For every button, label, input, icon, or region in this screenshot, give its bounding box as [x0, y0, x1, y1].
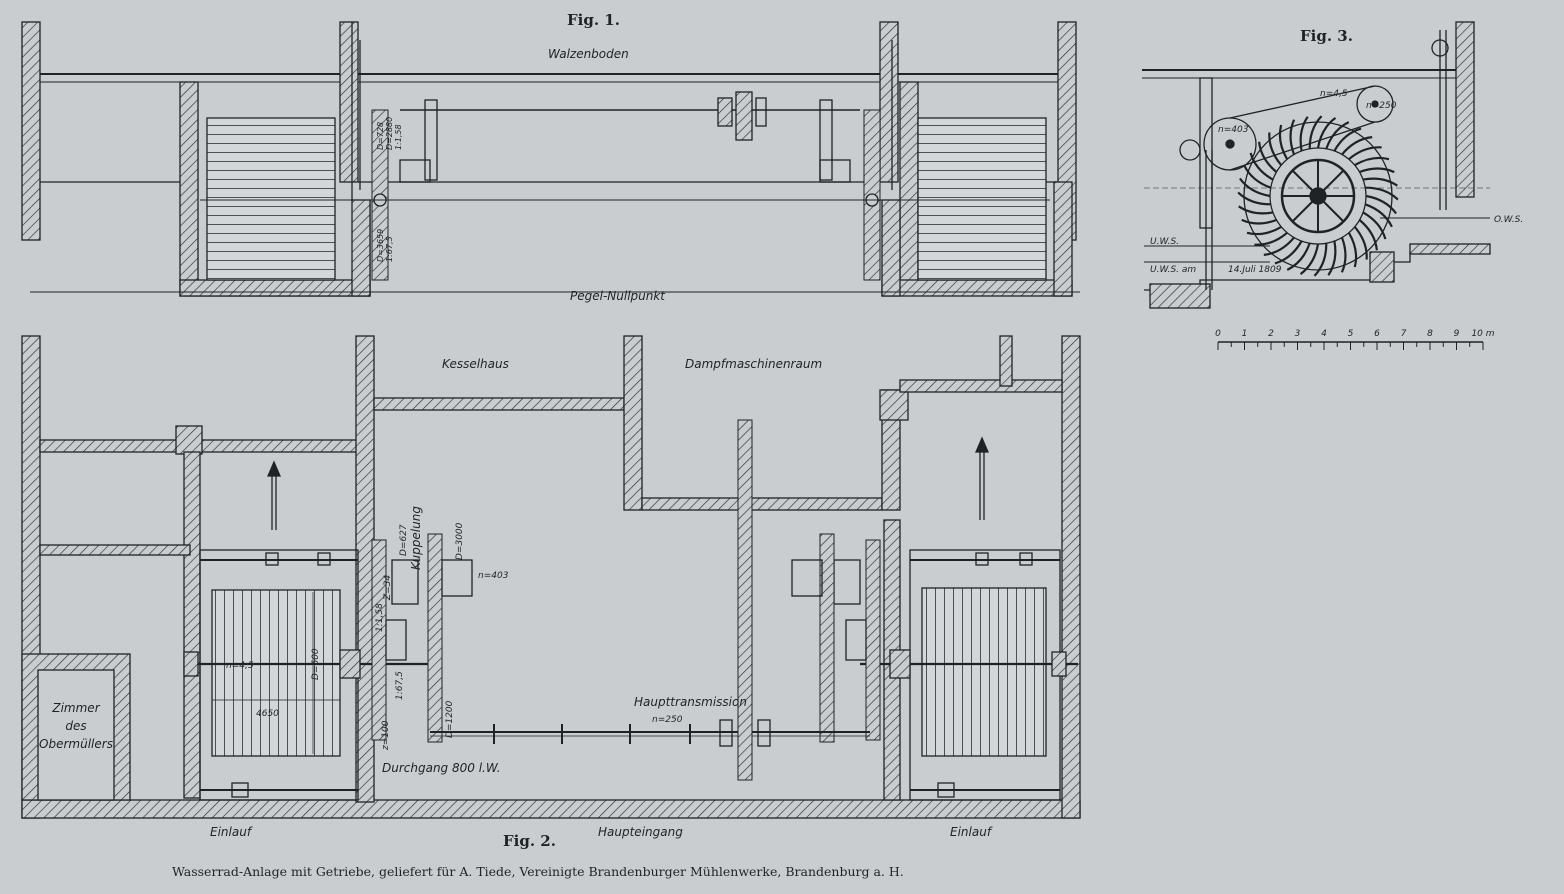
scale-tick-label: 3 [1295, 329, 1301, 339]
fig3-speed-right: n=250 [1366, 101, 1397, 111]
einlauf-right-label: Einlauf [950, 825, 993, 839]
gear-ratio-158-label: 1:1,58 [375, 603, 385, 632]
figure-1-elevation [21, 21, 1080, 297]
haupttransmission-label: Haupttransmission [634, 695, 747, 709]
pulley-d1200-label: D=1200 [445, 700, 455, 738]
pegel-nullpunkt-label: Pegel-Nullpunkt [570, 289, 666, 303]
einlauf-left-label: Einlauf [210, 825, 253, 839]
haupteingang-label: Haupteingang [598, 825, 683, 839]
fig3-speed-left: n=403 [1218, 125, 1249, 135]
pulley-d3000-label: D=3000 [455, 522, 465, 560]
pulley-n403-label: n=403 [478, 571, 509, 581]
scale-tick-label: 9 [1454, 329, 1460, 339]
wheel-diameter-label: D=600 [311, 648, 321, 680]
walzenboden-label: Walzenboden [548, 47, 629, 61]
caption: Wasserrad-Anlage mit Getriebe, geliefert… [172, 864, 904, 879]
scale-tick-label: 2 [1268, 329, 1274, 339]
fig3-water-wheel [1237, 115, 1399, 277]
durchgang-label: Durchgang 800 l.W. [382, 761, 501, 775]
wheel-width-label: 4650 [256, 709, 279, 719]
uws-am-label: U.W.S. am [1150, 265, 1196, 275]
kuppelung-label: Kuppelung [409, 506, 423, 570]
gear-ratio-675-label: 1:67,5 [395, 671, 405, 700]
figure-2-plan [21, 335, 1081, 819]
figure-3-title: Fig. 3. [1300, 27, 1353, 45]
scale-tick-label: 8 [1427, 329, 1433, 339]
scale-tick-label: 10 m [1471, 329, 1494, 339]
scale-tick-label: 6 [1374, 329, 1380, 339]
figure-2-title: Fig. 2. [503, 832, 556, 850]
uws-label: U.W.S. [1150, 237, 1179, 247]
scale-tick-label: 7 [1401, 329, 1407, 339]
fig3-date-label: 14.Juli 1809 [1228, 265, 1282, 275]
gear-z100-label: z=100 [381, 720, 391, 751]
pulley-d627-label: D=627 [399, 524, 409, 556]
fig3-speed-top: n=4,5 [1320, 89, 1348, 99]
dim-ratio-158: 1:1,58 [394, 124, 403, 150]
figure-1-dimensions: D=728 D=2880 1:1,58 D=3659 1:67,5 [376, 117, 403, 262]
kesselhaus-label: Kesselhaus [442, 357, 509, 371]
scale-tick-label: 4 [1321, 329, 1327, 339]
scale-tick-label: 5 [1348, 329, 1354, 339]
figure-1-title: Fig. 1. [567, 11, 620, 29]
dampfmaschinenraum-label: Dampfmaschinenraum [685, 357, 822, 371]
dim-d2880: D=2880 [385, 117, 394, 150]
gear-z34-label: Z=34 [383, 575, 393, 601]
wheel-speed-label: n=4,5 [226, 661, 254, 671]
scale-tick-label: 0 [1215, 329, 1221, 339]
ows-label: O.W.S. [1494, 215, 1523, 225]
zimmer-label-3: Obermüllers [39, 737, 113, 751]
dim-ratio-675: 1:67,5 [385, 236, 394, 262]
dim-d3659: D=3659 [376, 229, 385, 262]
fig3-scale-bar: 0 1 2 3 4 5 6 7 8 9 10 m [1215, 329, 1495, 350]
dim-d728: D=728 [376, 122, 385, 150]
shaft-speed-label: n=250 [652, 715, 683, 725]
zimmer-label-1: Zimmer [51, 701, 100, 715]
zimmer-label-2: des [65, 719, 86, 733]
scale-tick-label: 1 [1242, 329, 1248, 339]
figure-3-section [1142, 21, 1491, 309]
